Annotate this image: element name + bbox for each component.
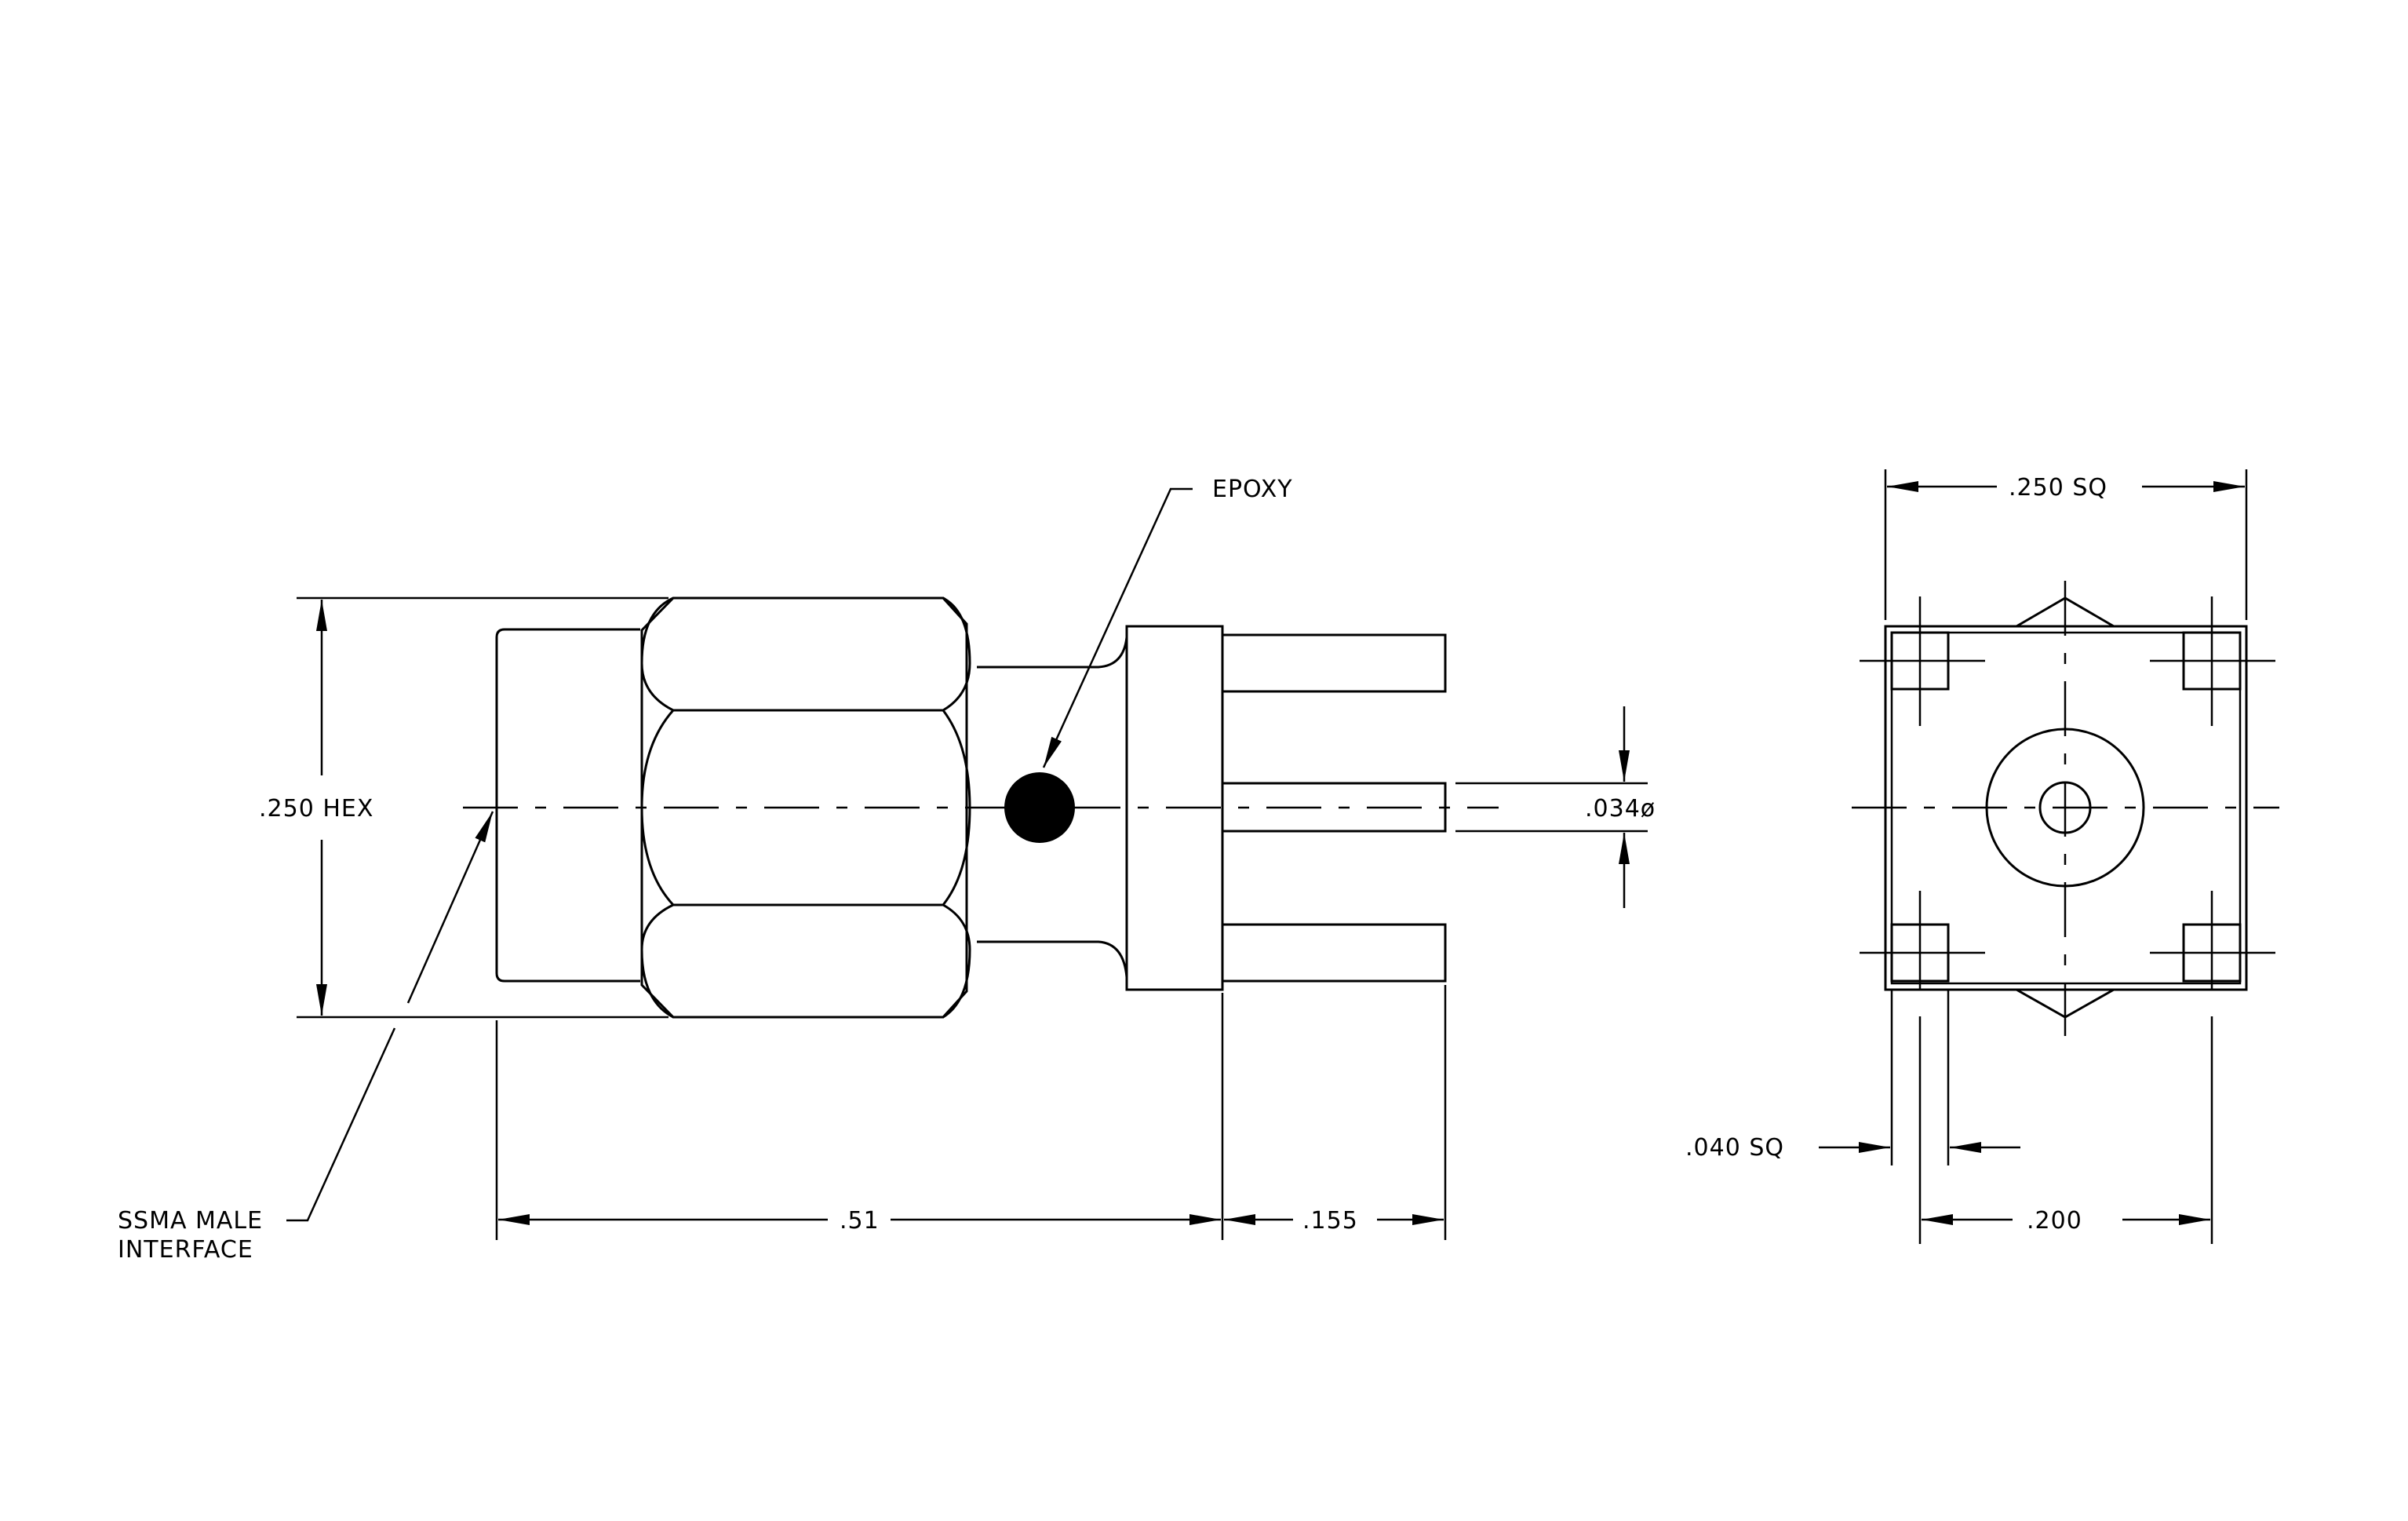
interface-body <box>495 628 640 983</box>
flange-square-dimension <box>1884 469 2248 620</box>
epoxy-leader <box>1042 487 1193 768</box>
pin-square-dimension <box>1819 990 2020 1165</box>
interface-label-line2: INTERFACE <box>118 1236 253 1264</box>
pin-bottom <box>1221 923 1447 983</box>
epoxy-label: EPOXY <box>1212 476 1293 503</box>
pin-diameter-dimension <box>1455 706 1648 908</box>
pin-length-label: .155 <box>1302 1207 1358 1235</box>
pin-spacing-dimension <box>1918 1016 2213 1244</box>
hex-nut <box>640 596 971 1019</box>
interface-label-line1: SSMA MALE <box>118 1207 263 1235</box>
body-neck <box>977 636 1128 669</box>
side-view: .250 HEX EPOXY SSMA MALE INTERFACE .034ø… <box>118 476 1656 1264</box>
end-view: .250 SQ .040 SQ .200 <box>1685 469 2279 1244</box>
pin-top <box>1221 633 1447 693</box>
pin-square-label: .040 SQ <box>1685 1134 1784 1162</box>
body-length-label: .51 <box>840 1207 880 1235</box>
pin-diameter-label: .034ø <box>1585 795 1656 823</box>
corner-pins <box>1860 596 2275 989</box>
interface-leader <box>286 1027 396 1222</box>
hex-dimension <box>297 596 668 1019</box>
pin-spacing-label: .200 <box>2027 1207 2082 1235</box>
flange-square-label: .250 SQ <box>2009 474 2107 502</box>
hex-dimension-label: .250 HEX <box>259 795 373 823</box>
length-dimensions <box>495 985 1447 1240</box>
